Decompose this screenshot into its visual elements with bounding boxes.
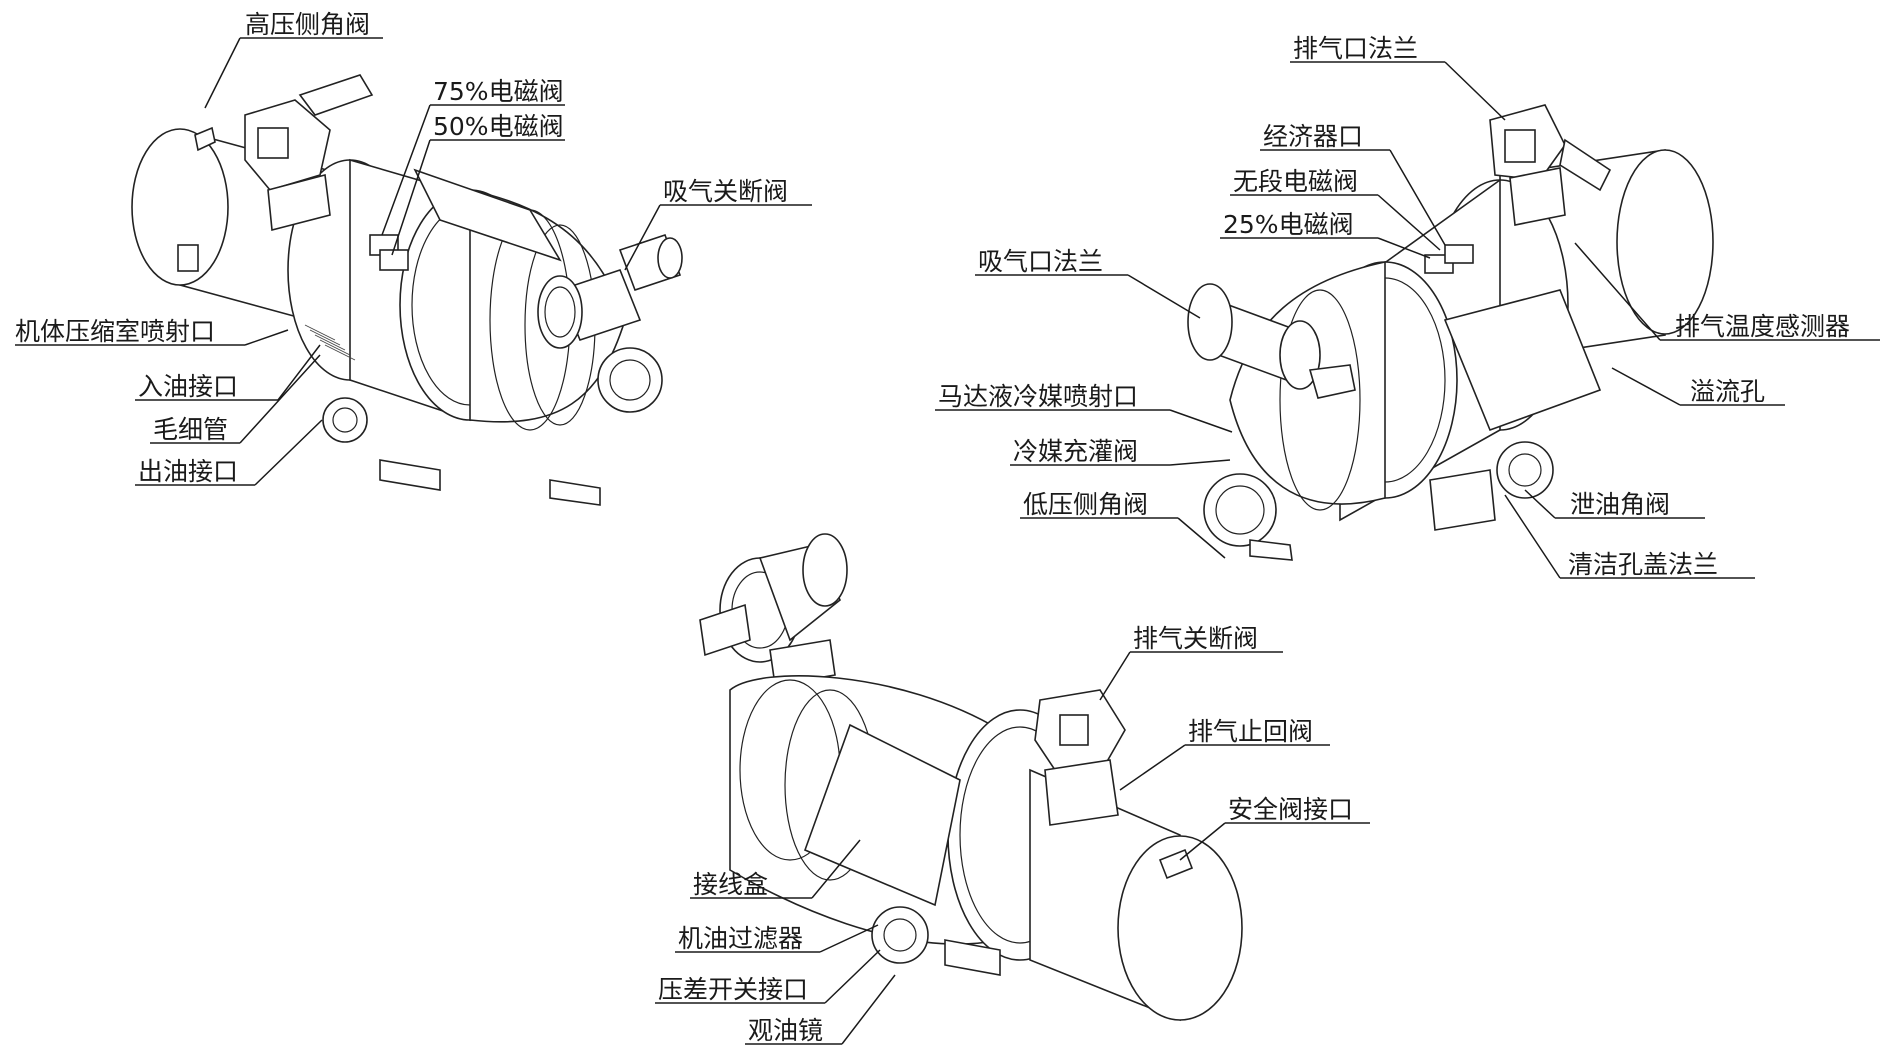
compressor-3-drawing bbox=[699, 533, 1243, 1022]
label-c2-25-solenoid-valve: 25%电磁阀 bbox=[1223, 210, 1354, 239]
label-c3-oil-filter: 机油过滤器 bbox=[678, 924, 803, 953]
label-c2-low-pressure-angle-valve: 低压侧角阀 bbox=[1023, 490, 1148, 519]
label-c2-overflow-hole: 溢流孔 bbox=[1690, 377, 1765, 406]
label-c2-refrigerant-charge-valve: 冷媒充灌阀 bbox=[1013, 437, 1138, 466]
label-c2-discharge-temp-sensor: 排气温度感测器 bbox=[1675, 312, 1850, 341]
label-c3-safety-valve-port: 安全阀接口 bbox=[1228, 795, 1353, 824]
label-c2-oil-drain-angle-valve: 泄油角阀 bbox=[1570, 490, 1670, 519]
label-c3-discharge-check-valve: 排气止回阀 bbox=[1188, 717, 1313, 746]
label-c1-75-solenoid-valve: 75%电磁阀 bbox=[433, 77, 564, 106]
label-c1-capillary: 毛细管 bbox=[153, 415, 228, 444]
label-c1-suction-shutoff-valve: 吸气关断阀 bbox=[663, 177, 788, 206]
label-c1-oil-inlet: 入油接口 bbox=[138, 372, 238, 401]
label-c3-junction-box: 接线盒 bbox=[693, 870, 768, 899]
label-c2-cleaning-hole-flange: 清洁孔盖法兰 bbox=[1568, 550, 1718, 579]
callout-labels: 高压侧角阀 75%电磁阀 50%电磁阀 吸气关断阀 机体压缩室喷射口 入油接口 … bbox=[15, 10, 1850, 1045]
compressor-2-drawing bbox=[1187, 104, 1714, 561]
label-c3-discharge-shutoff-valve: 排气关断阀 bbox=[1133, 624, 1258, 653]
label-c1-oil-outlet: 出油接口 bbox=[138, 457, 238, 486]
label-c1-high-pressure-angle-valve: 高压侧角阀 bbox=[245, 10, 370, 39]
label-c1-body-injection-port: 机体压缩室喷射口 bbox=[15, 317, 215, 346]
label-c2-motor-injection-port: 马达液冷媒喷射口 bbox=[938, 382, 1138, 411]
compressor-1-drawing bbox=[131, 74, 683, 506]
label-c3-pressure-switch-port: 压差开关接口 bbox=[658, 975, 808, 1004]
leader-lines bbox=[15, 37, 1880, 1045]
label-c2-economizer-port: 经济器口 bbox=[1263, 122, 1363, 151]
label-c3-oil-sight-glass: 观油镜 bbox=[748, 1016, 823, 1045]
label-c2-discharge-flange: 排气口法兰 bbox=[1293, 34, 1418, 63]
label-c2-suction-flange: 吸气口法兰 bbox=[978, 247, 1103, 276]
label-c1-50-solenoid-valve: 50%电磁阀 bbox=[433, 112, 564, 141]
label-c2-stepless-solenoid-valve: 无段电磁阀 bbox=[1233, 167, 1358, 196]
